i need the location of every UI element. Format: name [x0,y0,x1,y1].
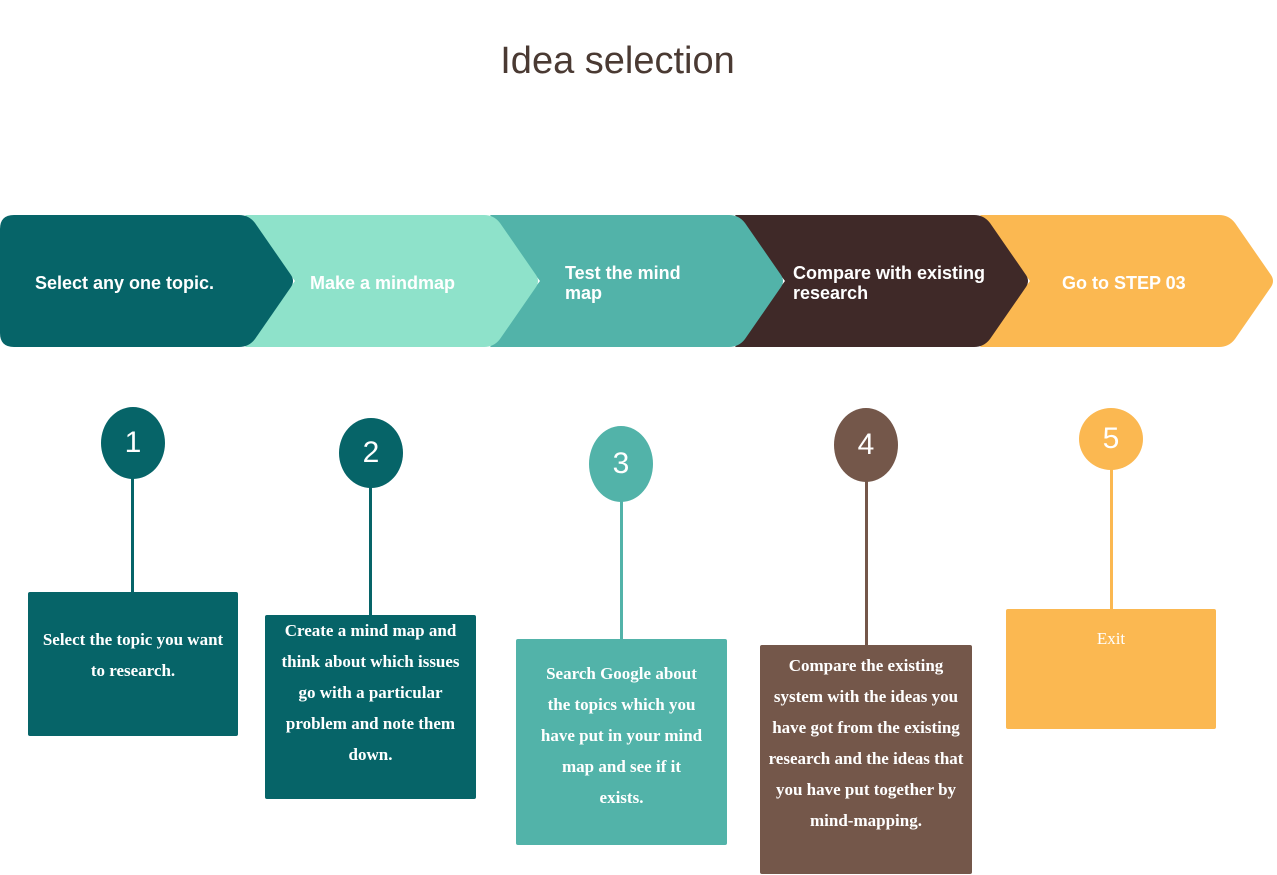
arrow-label-2: Make a mindmap [310,273,456,293]
arrow-shape-3 [490,215,783,347]
step-description-2: Create a mind map and think about which … [265,615,476,799]
arrow-label-1: Select any one topic. [35,273,215,293]
connector-line-1 [131,478,134,594]
arrow-label-4: Compare with existing research [793,263,986,303]
step-description-3: Search Google about the topics which you… [516,639,727,845]
arrow-label-3: Test the mind map [565,263,681,303]
arrow-shape-5 [980,215,1273,347]
step-marker-4: 4 [834,408,898,482]
arrow-shape-1 [0,215,293,347]
connector-line-3 [620,500,623,640]
step-description-4: Compare the existing system with the ide… [760,645,972,874]
arrow-shape-4 [735,215,1028,347]
step-description-5: Exit [1006,609,1216,729]
connector-line-4 [865,480,868,646]
diagram-title: Idea selection [500,40,735,82]
arrow-shape-2 [245,215,538,347]
step-marker-3: 3 [589,426,653,502]
step-marker-1: 1 [101,407,165,479]
connector-line-5 [1110,468,1113,610]
connector-line-2 [369,486,372,617]
step-description-1: Select the topic you want to research. [28,592,238,736]
step-marker-2: 2 [339,418,403,488]
arrow-label-5: Go to STEP 03 [1062,273,1186,293]
step-marker-5: 5 [1079,408,1143,470]
